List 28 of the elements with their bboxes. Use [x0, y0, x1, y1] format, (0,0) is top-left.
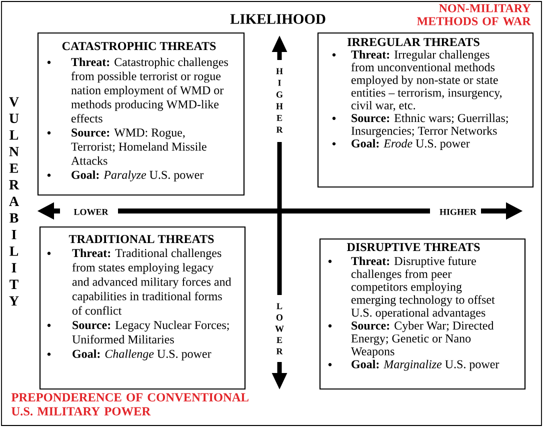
bullet-text: Threat: Irregular challenges from unconventional methods employed by non-state or state entities – terrorism, insurgency, civil war, etc. — [351, 50, 502, 112]
bullet-text: Threat: Catastrophic challenges from possible terrorist or rogue nation employment of WMD or methods producing WMD-like effects — [71, 58, 228, 122]
box-heading: IRREGULAR THREATS — [348, 38, 480, 46]
bullet-text: Goal: Marginalize U.S. power — [352, 360, 500, 371]
bullet-text: Goal: Paralyze U.S. power — [72, 170, 204, 182]
quadrant-box — [317, 32, 534, 188]
bullet-text: Threat: Disruptive future challenges from peer competitors employing emerging technology to offset U.S. operational advantages — [351, 256, 495, 320]
quadrant-box — [39, 226, 246, 390]
bullet-text: Threat: Traditional challenges from states employing legacy and advanced military forces and capabilities in traditional forms of conflict — [72, 248, 232, 315]
quadrant-box — [37, 32, 245, 196]
axis-end-label: HIGHER — [440, 208, 477, 216]
axis-end-label: LOWER — [74, 208, 108, 216]
quadrant-box — [319, 238, 526, 390]
bullet-text: Source: Legacy Nuclear Forces; Uniformed Militaries — [72, 320, 229, 344]
caption-text: NON-MILITARY METHODS OF WAR — [417, 4, 531, 26]
bullet-text: Source: WMD: Rogue, Terrorist; Homeland Missile Attacks — [71, 128, 206, 165]
caption-text: PREPONDERENCE OF CONVENTIONAL U.S. MILITARY POWER — [11, 393, 248, 416]
axis-title: VULNERABILITY — [9, 97, 20, 306]
bullet-text: Goal: Challenge U.S. power — [72, 349, 212, 360]
box-heading: TRADITIONAL THREATS — [68, 235, 214, 244]
box-heading: DISRUPTIVE THREATS — [346, 243, 480, 252]
axis-end-label: LOWER — [275, 303, 284, 354]
bullet-text: Source: Cyber War; Directed Energy; Genetic or Nano Weapons — [351, 321, 494, 358]
axis-title: LIKELIHOOD — [230, 14, 326, 24]
axis-end-label: HIGHER — [276, 68, 283, 133]
bullet-text: Goal: Erode U.S. power — [352, 139, 470, 150]
box-heading: CATASTROPHIC THREATS — [62, 42, 216, 50]
bullet-text: Source: Ethnic wars; Guerrillas; Insurgencies; Terror Networks — [351, 114, 508, 138]
